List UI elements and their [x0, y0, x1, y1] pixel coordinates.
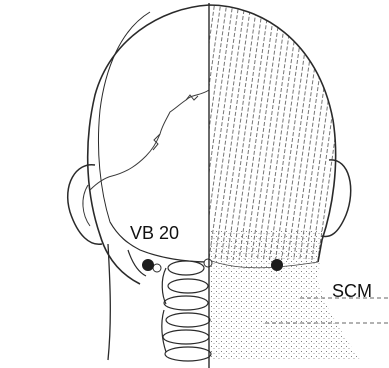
- vb20-point-left: [142, 259, 154, 271]
- cervical-spine: [162, 261, 211, 361]
- vb20-point-right: [271, 259, 283, 271]
- atlas-process-left: [153, 264, 161, 272]
- left-ear: [68, 165, 102, 245]
- atlas-process-right: [204, 259, 212, 267]
- hair-shading: [209, 0, 389, 368]
- scm-label: SCM: [332, 282, 372, 300]
- neck-outline: [108, 244, 110, 360]
- cranial-suture: [90, 90, 209, 190]
- vb20-label: VB 20: [130, 224, 179, 242]
